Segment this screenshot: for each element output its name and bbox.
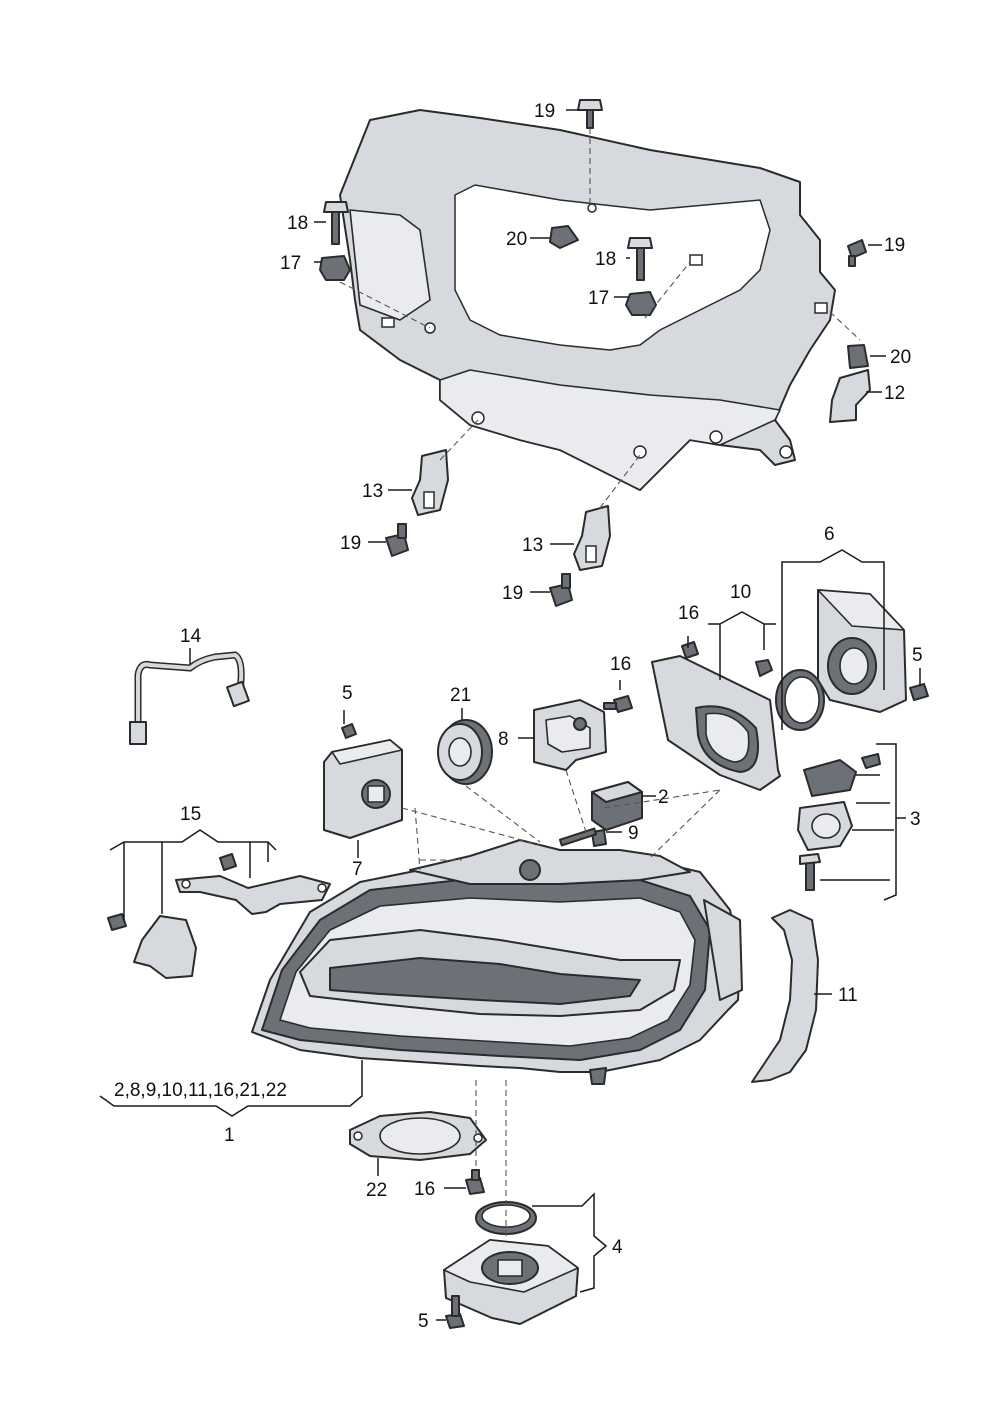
nut-17-left (319, 255, 351, 281)
cover-cap-21 (437, 708, 493, 785)
label-9: 9 (628, 823, 639, 844)
screw-18-left (323, 201, 349, 245)
wiring-harness-14 (129, 648, 250, 745)
label-4: 4 (612, 1237, 623, 1258)
label-2: 2 (658, 787, 669, 808)
bracket-15-upper (175, 853, 331, 915)
bracket-12 (829, 369, 871, 423)
assembly-leaders (99, 549, 921, 1293)
part-labels: 19 18 17 20 18 17 19 20 12 13 19 13 19 1… (114, 101, 923, 1332)
label-5-left: 5 (342, 683, 353, 704)
label-5-right: 5 (912, 645, 923, 666)
headlight-mounting-frame (339, 109, 836, 491)
screw-16-housing (681, 641, 699, 659)
label-17-left: 17 (280, 253, 301, 274)
label-18-center: 18 (595, 249, 616, 270)
screw-19-right (847, 239, 867, 267)
bracket-13-left (411, 449, 449, 516)
label-16-lower: 16 (414, 1179, 435, 1200)
screw-19-lower-right (549, 573, 573, 607)
frame-leaders (314, 109, 886, 593)
label-15: 15 (180, 804, 201, 825)
label-20-top: 20 (506, 229, 527, 250)
label-8: 8 (498, 729, 509, 750)
reflector-housing-10 (651, 655, 781, 791)
label-6: 6 (824, 524, 835, 545)
gasket-22 (349, 1111, 487, 1176)
screw-19-top (577, 99, 603, 129)
label-19-right: 19 (884, 235, 905, 256)
screw-18-center (627, 237, 653, 281)
module-2 (591, 781, 656, 831)
seal-ring-6 (775, 669, 825, 731)
label-10: 10 (730, 582, 751, 603)
adjuster-3 (797, 753, 881, 891)
bracket-15-lower (107, 913, 197, 979)
label-21: 21 (450, 685, 471, 706)
control-unit-6 (817, 589, 907, 713)
label-12: 12 (884, 383, 905, 404)
label-5-lower: 5 (418, 1311, 429, 1332)
control-unit-4 (443, 1239, 579, 1325)
label-13-right: 13 (522, 535, 543, 556)
trim-strip-11 (751, 909, 832, 1083)
seal-ring-4 (475, 1201, 537, 1235)
label-16-bracket: 16 (610, 654, 631, 675)
label-19-top: 19 (534, 101, 555, 122)
label-22: 22 (366, 1180, 387, 1201)
label-3: 3 (910, 809, 921, 830)
screw-16-lower (444, 1169, 485, 1195)
label-14: 14 (180, 626, 202, 647)
control-unit-7 (323, 723, 403, 858)
nut-17-center (625, 291, 657, 316)
screw-19-lower-left (385, 523, 409, 557)
label-19-lower-right: 19 (502, 583, 523, 604)
label-13-left: 13 (362, 481, 383, 502)
label-1: 1 (224, 1125, 235, 1146)
screw-16-bracket (603, 695, 633, 713)
label-7: 7 (352, 859, 363, 880)
label-16-housing: 16 (678, 603, 699, 624)
clip-nut-20-right (847, 344, 869, 369)
label-18-left: 18 (287, 213, 308, 234)
headlight-assembly-1 (251, 839, 743, 1085)
label-11: 11 (838, 985, 858, 1006)
label-20-right: 20 (890, 347, 911, 368)
screw-5-right (909, 683, 929, 701)
bracket-8 (518, 699, 607, 771)
label-19-lower-left: 19 (340, 533, 361, 554)
label-group-1-contents: 2,8,9,10,11,16,21,22 (114, 1080, 287, 1101)
bracket-13-right (573, 505, 611, 571)
clip-nut-20-top (549, 225, 579, 249)
screw-5-lower (436, 1295, 465, 1329)
label-17-center: 17 (588, 288, 609, 309)
screw-9 (558, 827, 622, 847)
